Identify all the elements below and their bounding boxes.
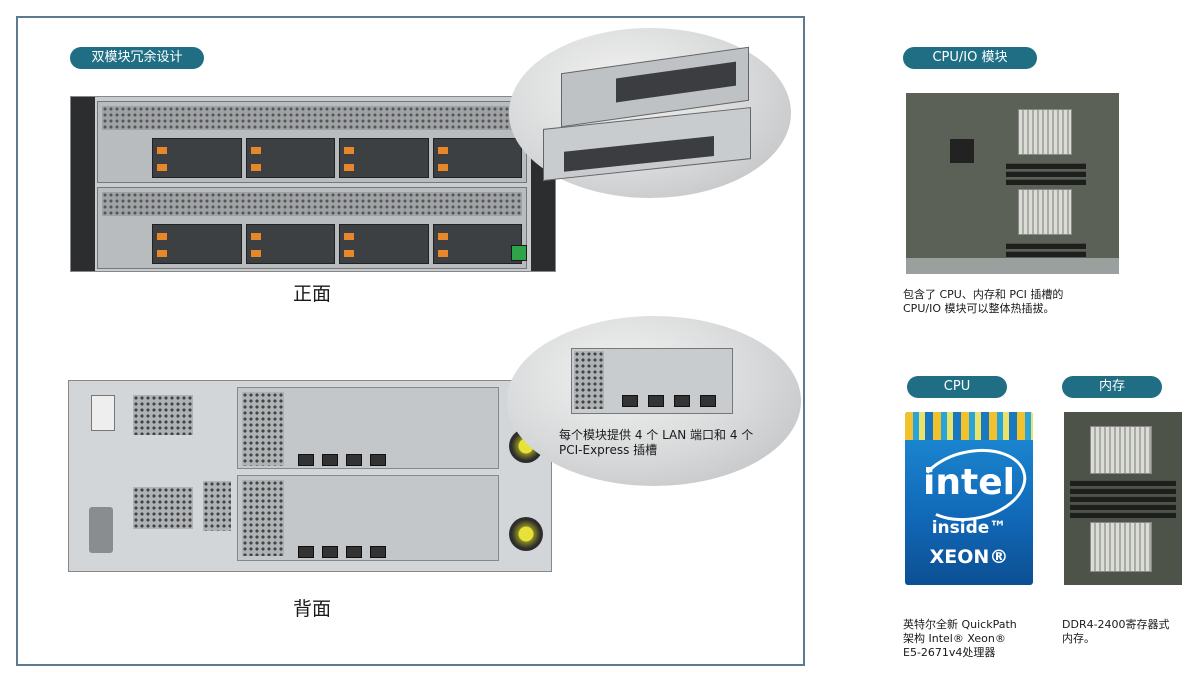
server-back-image [68, 380, 552, 572]
intel-brand-text: intel [923, 462, 1015, 503]
front-module-bottom [97, 187, 527, 269]
cpu-io-caption-line2: CPU/IO 模块可以整体热插拔。 [903, 302, 1055, 315]
intel-xeon-badge: intel inside™ XEON® [905, 412, 1033, 585]
rear-module-zoom-image [507, 316, 801, 486]
cpu-io-module-photo [906, 93, 1119, 274]
intel-xeon-text: XEON® [929, 546, 1009, 568]
front-module-top [97, 101, 527, 183]
back-label: 背面 [293, 598, 332, 620]
cpu-io-module-label: CPU/IO 模块 [903, 47, 1037, 69]
main-frame [16, 16, 805, 666]
memory-caption-line1: DDR4-2400寄存器式 [1062, 618, 1170, 631]
server-front-image [70, 96, 556, 272]
redundant-design-label: 双模块冗余设计 [70, 47, 204, 69]
memory-caption-line2: 内存。 [1062, 632, 1095, 645]
rear-bubble-caption: 每个模块提供 4 个 LAN 端口和 4 个 PCI-Express 插槽 [559, 428, 754, 457]
cpu-caption-line1: 英特尔全新 QuickPath [903, 618, 1017, 631]
cpu-caption-line2: 架构 Intel® Xeon® [903, 632, 1006, 645]
front-module-zoom-image [509, 28, 791, 198]
memory-label: 内存 [1062, 376, 1162, 398]
intel-inside-text: inside™ [931, 518, 1007, 538]
front-label: 正面 [293, 283, 332, 305]
memory-photo [1064, 412, 1182, 585]
cpu-io-caption-line1: 包含了 CPU、内存和 PCI 插槽的 [903, 288, 1064, 301]
cpu-caption-line3: E5-2671v4处理器 [903, 646, 996, 659]
cpu-label: CPU [907, 376, 1007, 398]
